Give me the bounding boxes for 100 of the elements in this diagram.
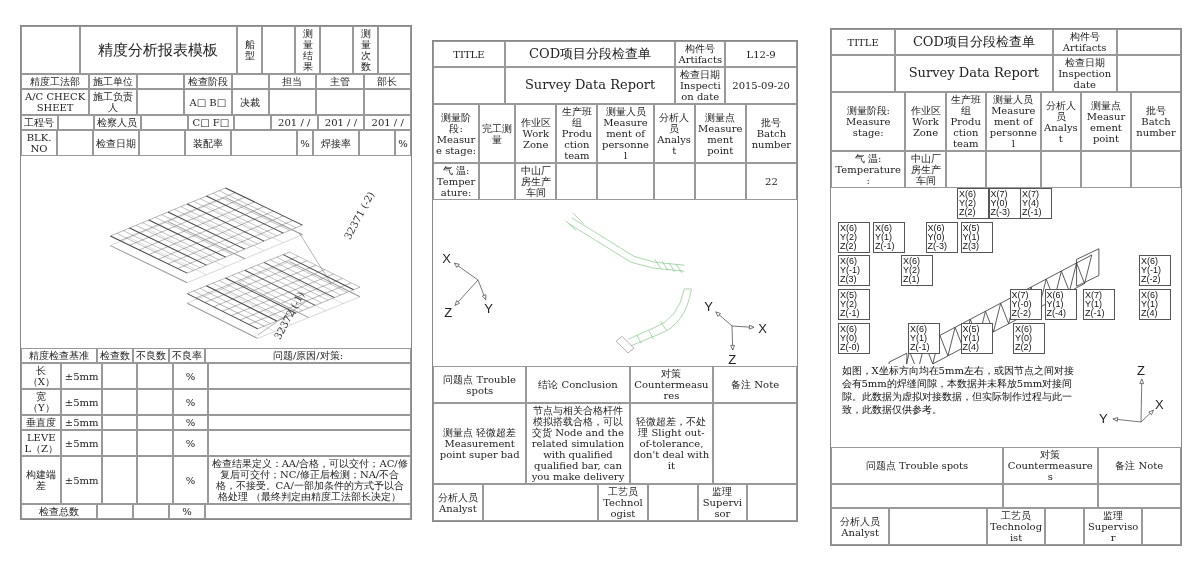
table-cell: 测量阶段: Measure stage: [831, 92, 906, 151]
form-title: Survey Data Report [895, 55, 1053, 92]
form-title: 精度分析报表模板 [80, 26, 237, 74]
table-cell: 船型 [236, 26, 263, 74]
table-cell: 检查日期 Inspection date [675, 67, 726, 104]
axis-label: X [758, 322, 768, 336]
table-cell: 分析人员 Analyst [653, 104, 695, 163]
table-cell: 测量次数 [352, 26, 379, 74]
table-cell: 决裁 [231, 89, 269, 115]
table-cell: 中山厂房生产车间 [515, 163, 557, 200]
table-cell: 测量点 Measurement point [694, 104, 746, 163]
table-cell: ±5mm [61, 456, 102, 504]
table-cell: 中山厂房生产车间 [905, 151, 946, 188]
deviation-label: X(6) Y(1) Z(-4) [1044, 289, 1077, 320]
table-cell: 批号 Batch number [1131, 92, 1181, 151]
table-cell: % [172, 363, 209, 389]
deviation-label: X(6) Y(0) Z(-3) [925, 221, 958, 253]
table-cell: 生产班组 Production team [945, 92, 986, 151]
table-cell: 检查总数 [21, 504, 97, 519]
table-cell: 监理 Supervisor [1083, 508, 1143, 545]
table-cell: 分析人员 Analyst [1040, 92, 1081, 151]
form-title: COD项目分段检查单 [895, 29, 1053, 55]
table-cell: 检查结果定义：AA/合格，可以交付；AC/修复后可交付；NC/修正后检测；NA/不合格，不接受。CA/一部加条件的方式予以合格处理 （最终判定由精度工法部长决定） [208, 456, 411, 504]
table-cell: % [172, 430, 209, 456]
deviation-label: X(6) Y(2) Z(1) [901, 255, 933, 287]
table-cell: 测量人员 Measurement of personnel [597, 104, 654, 163]
table-cell: ±5mm [61, 415, 102, 430]
table-cell: 构件号 Artifacts [675, 41, 726, 67]
table-cell: 构建端差 [21, 456, 62, 504]
table-cell: 批号 Batch number [745, 104, 797, 163]
table-cell: % [297, 130, 313, 156]
table-cell: 测量阶段: Measure stage: [433, 104, 480, 163]
table-cell: A/C CHECK SHEET [21, 89, 90, 115]
table-cell: 生产班组 Production team [556, 104, 598, 163]
table-cell: 201 / / [364, 115, 412, 130]
deviation-label: X(6) Y(1) Z(-1) [908, 322, 940, 354]
deviation-label: X(7) Y(0) Z(-3) [988, 188, 1021, 219]
table-cell: 备注 Note [713, 366, 797, 403]
table-cell: ±5mm [61, 430, 102, 456]
table-cell: 工艺员 Technologist [598, 484, 648, 521]
table-cell: 焊接率 [313, 130, 359, 156]
table-cell: 监理 Supervisor [697, 484, 748, 521]
table-cell: A□ B□ [184, 89, 232, 115]
deviation-label: X(5) Y(2) Z(-1) [838, 289, 870, 320]
table-cell: 长（X） [21, 363, 62, 389]
table-cell: 检查日期 [93, 130, 139, 156]
table-cell: 检查日期 Inspection date [1052, 55, 1117, 92]
table-cell: BLK. NO [21, 130, 57, 156]
deviation-label: X(6) Y(2) Z(2) [838, 221, 870, 253]
table-cell: ±5mm [61, 363, 102, 389]
table-cell: 气 温: Temperature: [433, 163, 480, 200]
table-cell: 节点与相关合格杆件模拟搭载合格，可以交货 Node and the related simulation with qualified qualified bar, can you make delivery [526, 403, 630, 484]
table-cell: 问题点 Trouble spots [433, 366, 527, 403]
table-cell: % [169, 504, 205, 519]
table-cell: 测量结果 [294, 26, 321, 74]
deviation-label: X(6) Y(0) Z(-0) [838, 322, 870, 354]
table-cell: 施工单位 [89, 74, 137, 89]
table-cell: 装配率 [185, 130, 231, 156]
table-cell: 作业区 Work Zone [905, 92, 946, 151]
deviation-label: X(7) Y(1) Z(-1) [1083, 289, 1115, 320]
table-cell: 201 / / [317, 115, 365, 130]
deviation-label: X(6) Y(1) Z(4) [1139, 289, 1171, 320]
axis-label: Z [444, 305, 453, 319]
deviation-label: X(7) Y(-0) Z(-2) [1009, 289, 1042, 320]
table-cell: % [395, 130, 411, 156]
table-cell: 轻微超差，不处理 Slight out-of-tolerance, don't deal with it [629, 403, 714, 484]
table-cell: 2015-09-20 [725, 67, 797, 104]
table-cell: 气 温: Temperature: [831, 151, 906, 188]
table-cell: 备注 Note [1097, 447, 1181, 484]
deviation-label: X(6) Y(-1) Z(-2) [1139, 255, 1171, 287]
table-cell: 结论 Conclusion [526, 366, 630, 403]
table-cell: LEVEL（Z） [21, 430, 62, 456]
deviation-label: X(7) Y(4) Z(-1) [1020, 188, 1052, 219]
axis-label: Z [728, 353, 737, 367]
table-cell: 作业区 Work Zone [515, 104, 557, 163]
table-cell: 检察人员 [94, 115, 141, 130]
table-cell: 不良率 [169, 348, 205, 363]
table-cell: 精度工法部 [21, 74, 90, 89]
table-cell: TITLE [831, 29, 896, 55]
axis-label: X [442, 251, 451, 265]
form-title: COD项目分段检查单 [504, 41, 676, 67]
table-cell: 宽（Y） [21, 389, 62, 415]
table-cell: 精度检查基准 [21, 348, 97, 363]
table-cell: % [172, 415, 209, 430]
table-cell: 检查数 [97, 348, 133, 363]
table-cell: 垂直度 [21, 415, 62, 430]
table-cell: 不良数 [133, 348, 169, 363]
table-cell: 担当 [268, 74, 317, 89]
deviation-label: X(6) Y(-1) Z(3) [838, 255, 870, 287]
axis-label: Y [704, 300, 714, 314]
table-cell: TITLE [433, 41, 505, 67]
table-cell: 工艺员 Technologist [986, 508, 1046, 545]
deviation-label: X(6) Y(2) Z(2) [957, 188, 989, 219]
table-cell: 检查阶段 [184, 74, 232, 89]
table-cell: % [172, 456, 209, 504]
table-cell: C□ F□ [187, 115, 235, 130]
table-cell: 主管 [316, 74, 364, 89]
deviation-label: X(5) Y(1) Z(3) [960, 221, 993, 253]
table-cell: 201 / / [270, 115, 318, 130]
table-cell: 22 [745, 163, 797, 200]
